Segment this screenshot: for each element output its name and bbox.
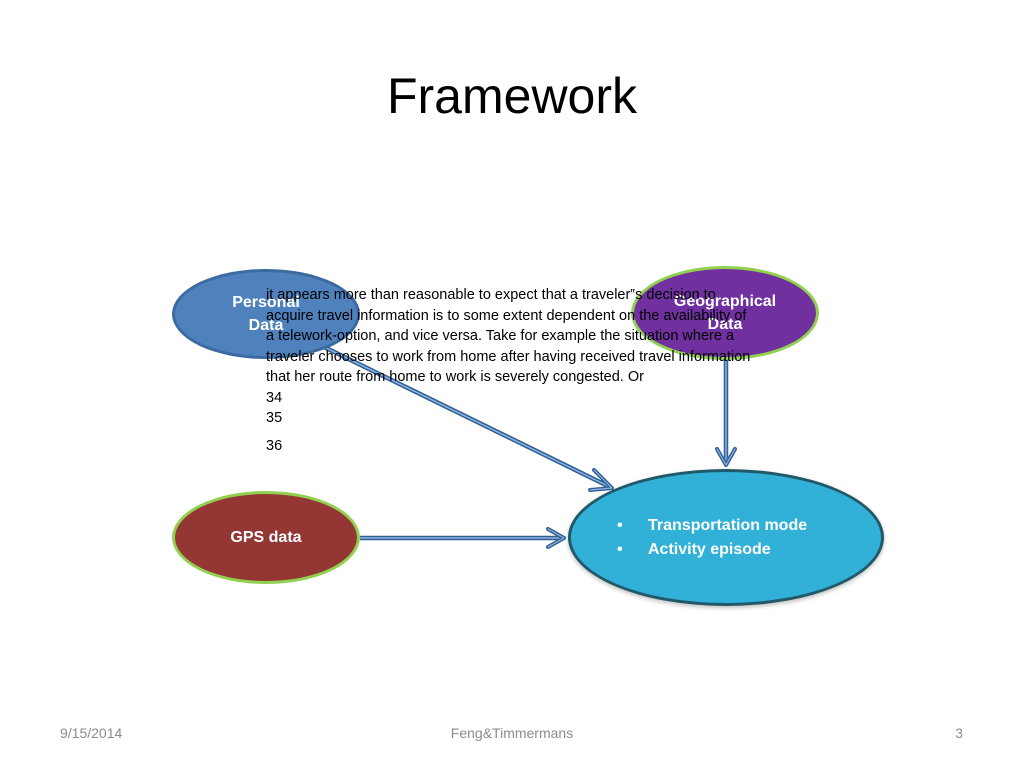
node-geo-line2: Data	[707, 316, 743, 333]
slide-title: Framework	[386, 68, 638, 124]
overlay-number-34: 34	[266, 389, 283, 406]
arrow-gps-to-output	[360, 527, 566, 549]
overlay-paragraph: it appears more than reasonable to expec…	[266, 287, 751, 385]
node-output: Transportation mode Activity episode	[568, 469, 884, 606]
arrow-personal-to-output	[319, 342, 614, 492]
node-personal-data: Personal Data	[172, 269, 360, 359]
footer-author: Feng&Timmermans	[450, 725, 574, 741]
output-item-activity: Activity episode	[617, 538, 807, 562]
node-geographical-data: Geographical Data	[631, 266, 819, 360]
output-list: Transportation mode Activity episode	[617, 514, 807, 562]
overlay-number-36: 36	[266, 437, 283, 454]
arrow-geographical-to-output	[715, 360, 737, 467]
overlay-number-35: 35	[266, 410, 283, 426]
node-gps-data: GPS data	[172, 491, 360, 584]
node-personal-line1: Personal	[232, 294, 300, 311]
node-gps-label: GPS data	[230, 529, 302, 546]
footer-page-number: 3	[955, 725, 963, 741]
output-item-transportation: Transportation mode	[617, 514, 807, 538]
overlay-text-box: it appears more than reasonable to expec…	[266, 285, 751, 456]
footer-date: 9/15/2014	[60, 725, 123, 741]
node-personal-line2: Data	[248, 317, 284, 334]
node-geo-line1: Geographical	[673, 293, 777, 310]
